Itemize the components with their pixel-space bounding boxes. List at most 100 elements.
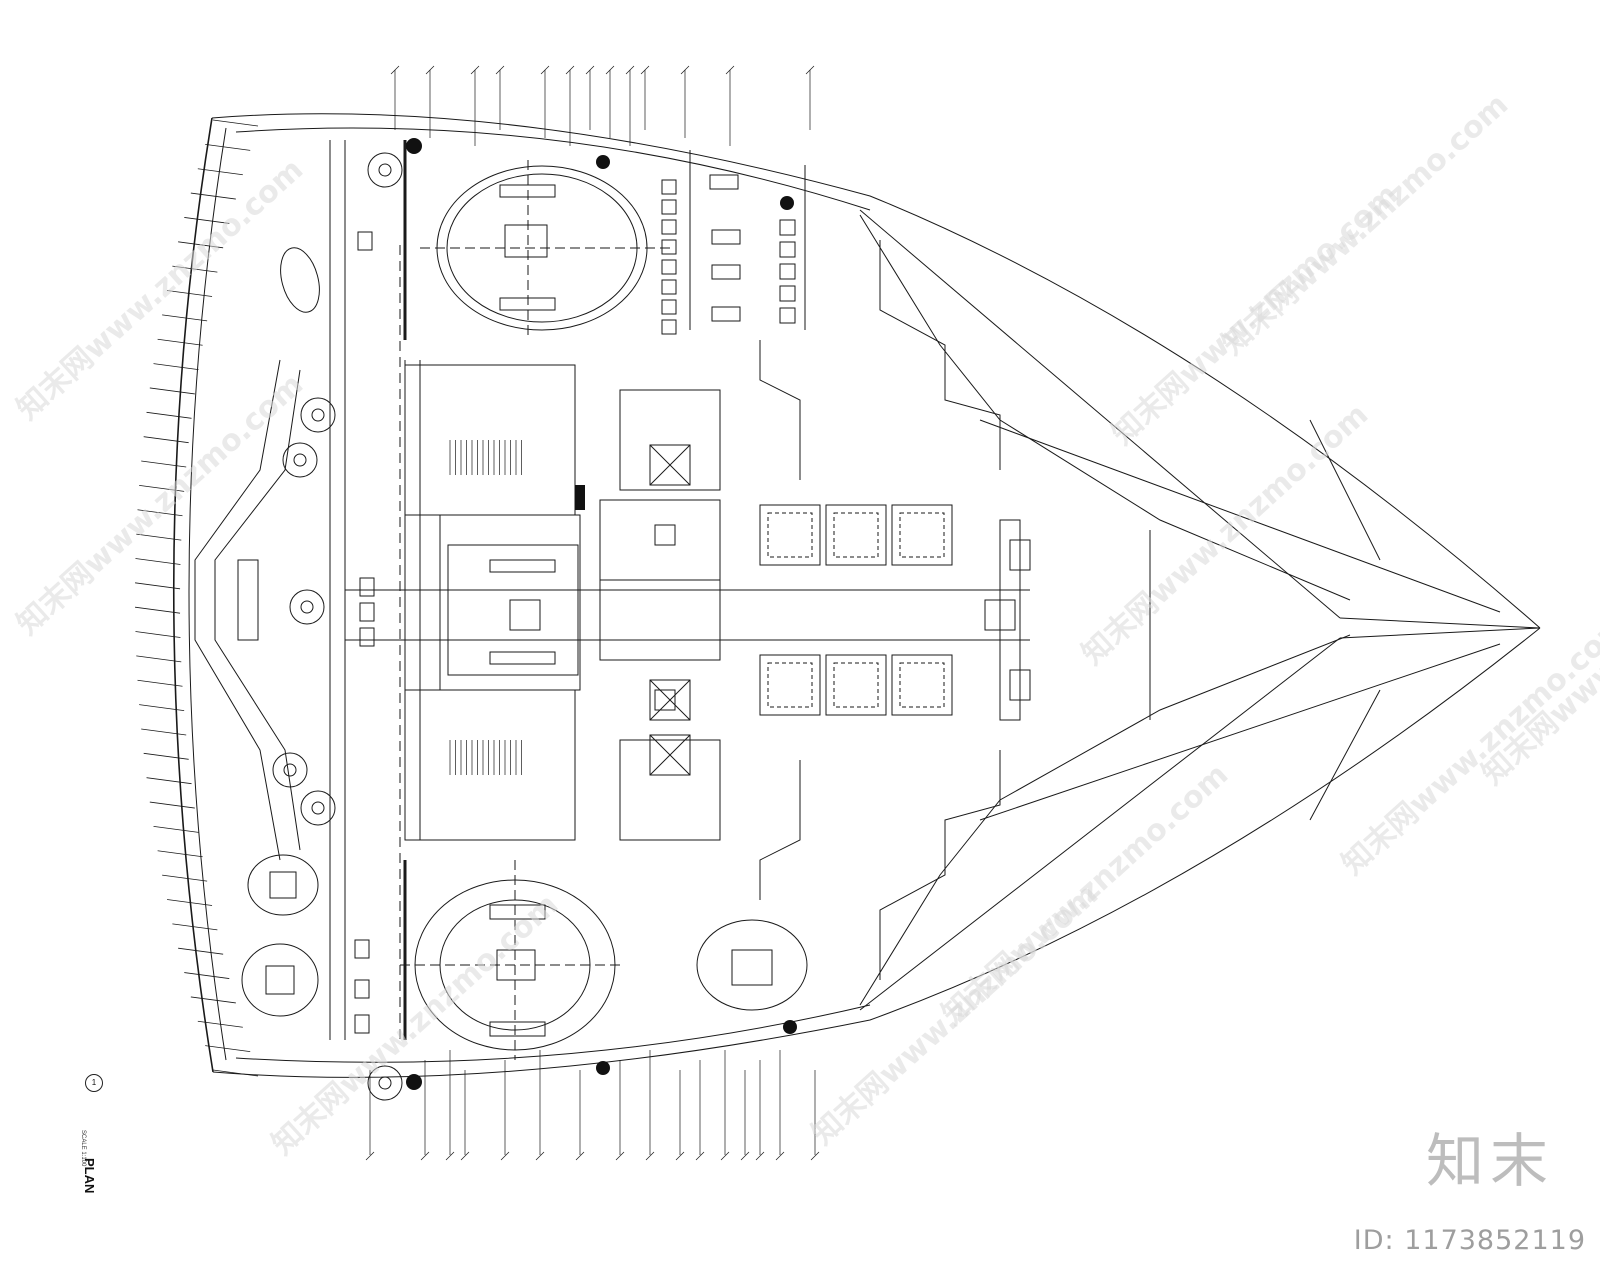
facade-fin <box>134 606 181 614</box>
leader-tick-top <box>565 65 575 75</box>
storage-box <box>661 219 677 235</box>
storage-box <box>779 241 796 258</box>
facade-fin <box>139 704 185 712</box>
leader-tick-bottom <box>460 1151 470 1161</box>
leader-tick-top <box>640 65 650 75</box>
leader-tick-bottom <box>365 1151 375 1161</box>
facade-fin <box>146 411 192 419</box>
leader-tick-bottom <box>445 1151 455 1161</box>
vip-room-north <box>420 160 670 340</box>
facade-fin <box>212 1069 259 1077</box>
leader-tick-bottom <box>810 1151 820 1161</box>
round-table-center <box>311 801 325 815</box>
round-table-center <box>378 163 392 177</box>
facade-fin <box>136 655 182 663</box>
facade-fin <box>197 1020 243 1028</box>
facade-fin <box>143 752 189 760</box>
facade-fin <box>141 460 187 468</box>
round-table-center <box>293 453 307 467</box>
facade-fin <box>190 996 236 1004</box>
elevator-cab-inner <box>767 662 813 708</box>
facade-fin <box>212 119 259 127</box>
stair-treads <box>449 440 522 775</box>
leader-tick-bottom <box>615 1151 625 1161</box>
west-lounge-bays <box>194 359 301 861</box>
leader-tick-top <box>470 65 480 75</box>
facade-fin <box>178 947 224 955</box>
view-title: PLAN <box>82 1158 97 1194</box>
facade-fin <box>172 265 218 273</box>
leader-tick-top <box>540 65 550 75</box>
elevator-cab-inner <box>767 512 813 558</box>
storage-box <box>661 299 677 315</box>
facade-fin <box>137 679 183 687</box>
storage-box <box>661 179 677 195</box>
elevator-cabs <box>649 444 953 776</box>
elevator-cab <box>825 654 887 716</box>
facade-fins <box>134 119 259 1077</box>
facade-fin <box>205 1045 251 1053</box>
facade-fin <box>172 923 218 931</box>
storage-box <box>354 1014 370 1034</box>
leader-tick-top <box>605 65 615 75</box>
leader-tick-bottom <box>645 1151 655 1161</box>
leader-tick-top <box>495 65 505 75</box>
facade-fin <box>153 363 199 370</box>
elevator-cab-inner <box>833 512 879 558</box>
leader-tick-top <box>585 65 595 75</box>
leader-tick-bottom <box>675 1151 685 1161</box>
storage-box <box>359 602 375 622</box>
storage-box <box>779 307 796 324</box>
leader-tick-bottom <box>695 1151 705 1161</box>
leader-tick-bottom <box>720 1151 730 1161</box>
facade-fin <box>136 533 182 541</box>
storage-box <box>661 239 677 255</box>
structural-columns <box>406 138 797 1090</box>
elevator-cab <box>891 654 953 716</box>
round-tables <box>272 152 403 1101</box>
facade-fin <box>157 338 203 346</box>
round-table <box>367 152 403 188</box>
facade-fin <box>139 484 185 492</box>
leader-tick-top <box>805 65 815 75</box>
storage-box <box>359 627 375 647</box>
storage-box <box>354 939 370 959</box>
facade-fin <box>135 631 181 638</box>
leader-tick-bottom <box>535 1151 545 1161</box>
storage-box <box>709 174 739 190</box>
elevator-cab <box>759 654 821 716</box>
facade-fin <box>137 509 183 517</box>
leader-tick-bottom <box>775 1151 785 1161</box>
round-table-center <box>378 1076 392 1090</box>
building-outline <box>172 113 1541 1078</box>
facade-fin <box>149 387 195 395</box>
storage-box <box>661 259 677 275</box>
facade-fin <box>184 217 230 224</box>
storage-box <box>661 279 677 295</box>
elevator-cab <box>891 504 953 566</box>
round-table-center <box>300 600 314 614</box>
leader-tick-bottom <box>500 1151 510 1161</box>
leader-tick-bottom <box>420 1151 430 1161</box>
round-table-center <box>283 763 297 777</box>
facade-fin <box>153 826 199 833</box>
facade-fin <box>149 801 195 809</box>
elevator-shaft <box>649 444 691 486</box>
storage-box <box>354 979 370 999</box>
document-id: ID: 1173852119 <box>1353 1225 1586 1256</box>
elevator-shaft-cross <box>649 679 691 721</box>
lounge-rugs <box>241 247 320 1017</box>
round-table <box>282 442 318 478</box>
storage-box <box>661 199 677 215</box>
elevator-shaft <box>649 679 691 721</box>
storage-box <box>357 231 373 251</box>
leader-tick-top <box>680 65 690 75</box>
view-number-bubble: 1 <box>85 1074 103 1092</box>
facade-fin <box>205 143 251 151</box>
storage-box <box>779 263 796 280</box>
elevator-cab <box>759 504 821 566</box>
storage-box <box>359 577 375 597</box>
elevator-cab-inner <box>833 662 879 708</box>
facade-fin <box>190 192 236 200</box>
annotation-leaders <box>365 65 820 1161</box>
